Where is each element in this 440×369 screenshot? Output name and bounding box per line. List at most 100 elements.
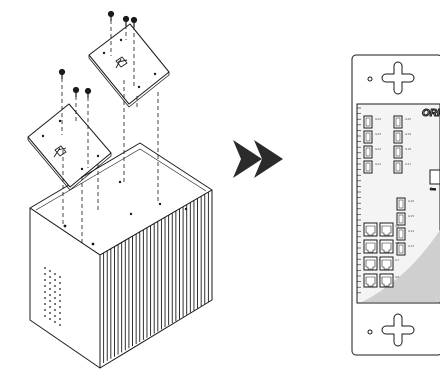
sfp-port-slot bbox=[395, 117, 401, 127]
bottom-left-mount-hole bbox=[367, 329, 373, 335]
vent-hole bbox=[59, 318, 61, 320]
screw bbox=[130, 16, 138, 24]
rj45-port-socket bbox=[365, 242, 376, 253]
top-cross-cutout bbox=[381, 61, 415, 95]
port-label: G24 bbox=[375, 117, 381, 121]
sfp-port bbox=[393, 130, 403, 144]
vent-hole bbox=[54, 273, 56, 275]
sfp-port bbox=[393, 160, 403, 174]
port-label: G5 bbox=[395, 224, 399, 228]
console-port bbox=[429, 169, 440, 185]
sfp-port-slot bbox=[395, 162, 401, 172]
lower-plate-holes bbox=[41, 119, 100, 171]
vent-hole bbox=[54, 285, 56, 287]
panel-swoosh bbox=[362, 230, 440, 302]
rj45-port-socket bbox=[365, 259, 376, 270]
sfp-port bbox=[396, 242, 406, 256]
port-label: G14 bbox=[408, 229, 414, 233]
vent-hole bbox=[49, 282, 51, 284]
top-left-mount-hole bbox=[367, 76, 373, 82]
sfp-port-slot bbox=[398, 214, 404, 224]
sfp-port bbox=[393, 115, 403, 129]
vent-hole bbox=[54, 321, 56, 323]
vent-hole bbox=[44, 309, 46, 311]
vent-hole bbox=[44, 273, 46, 275]
screw bbox=[72, 86, 80, 94]
port-label: G16 bbox=[408, 199, 414, 203]
vent-hole bbox=[59, 294, 61, 296]
vent-hole bbox=[49, 294, 51, 296]
sfp-port-slot bbox=[395, 147, 401, 157]
sfp-port bbox=[396, 197, 406, 211]
vent-hole bbox=[59, 288, 61, 290]
vent-hole bbox=[44, 267, 46, 269]
sfp-port bbox=[363, 130, 373, 144]
sfp-port bbox=[393, 145, 403, 159]
sfp-port-slot bbox=[365, 162, 371, 172]
console-port-label: Con bbox=[430, 187, 436, 191]
vent-hole bbox=[44, 297, 46, 299]
screw bbox=[107, 10, 115, 18]
port-label: G15 bbox=[408, 214, 414, 218]
vent-hole bbox=[59, 306, 61, 308]
heatsink-fins bbox=[103, 192, 209, 363]
screw bbox=[84, 87, 92, 95]
sfp-port-slot bbox=[398, 199, 404, 209]
upper-plate-holes bbox=[102, 38, 157, 89]
upper-plate-cross-cutout bbox=[115, 56, 128, 69]
vent-hole bbox=[54, 303, 56, 305]
vent-hole bbox=[54, 309, 56, 311]
vent-hole bbox=[44, 303, 46, 305]
switch-isometric-illustration bbox=[27, 10, 213, 369]
vent-hole bbox=[54, 291, 56, 293]
upper-plate-thickness bbox=[88, 55, 170, 108]
sfp-port bbox=[363, 145, 373, 159]
switch-heatsink-face bbox=[99, 189, 213, 369]
vent-hole bbox=[59, 324, 61, 326]
mounting-screws bbox=[58, 10, 138, 98]
rj45-port-socket bbox=[381, 276, 392, 287]
vent-hole bbox=[49, 318, 51, 320]
port-label: G6 bbox=[395, 241, 399, 245]
sfp-port-slot bbox=[398, 229, 404, 239]
vent-hole bbox=[44, 291, 46, 293]
rj45-port-socket bbox=[365, 225, 376, 236]
body-screw-holes bbox=[63, 180, 188, 246]
port-label: G21 bbox=[375, 162, 381, 166]
vent-hole bbox=[49, 270, 51, 272]
sfp-port bbox=[396, 212, 406, 226]
rj45-port-socket bbox=[381, 242, 392, 253]
screw bbox=[58, 68, 66, 76]
vent-hole bbox=[59, 312, 61, 314]
sfp-port-slot bbox=[395, 132, 401, 142]
vent-hole bbox=[49, 312, 51, 314]
lower-plate-cross-cutout bbox=[53, 145, 67, 158]
sfp-port bbox=[396, 227, 406, 241]
sfp-port bbox=[363, 115, 373, 129]
vent-hole bbox=[49, 300, 51, 302]
port-label: G20 bbox=[405, 117, 411, 121]
vent-hole bbox=[44, 315, 46, 317]
sfp-port-slot bbox=[365, 147, 371, 157]
vent-hole bbox=[59, 282, 61, 284]
port-label: G19 bbox=[405, 132, 411, 136]
vent-hole bbox=[59, 300, 61, 302]
vent-hole bbox=[44, 285, 46, 287]
sfp-port bbox=[363, 160, 373, 174]
rj45-port-socket bbox=[365, 276, 376, 287]
vent-hole bbox=[49, 306, 51, 308]
double-right-arrow-icon bbox=[233, 140, 283, 178]
sfp-port-slot bbox=[365, 132, 371, 142]
sfp-port-slot bbox=[398, 244, 404, 254]
vent-hole bbox=[54, 279, 56, 281]
port-label: G18 bbox=[405, 147, 411, 151]
panel-ribbed-edge bbox=[357, 107, 361, 294]
vent-hole bbox=[54, 315, 56, 317]
port-label: G22 bbox=[375, 147, 381, 151]
port-label: G13 bbox=[408, 244, 414, 248]
